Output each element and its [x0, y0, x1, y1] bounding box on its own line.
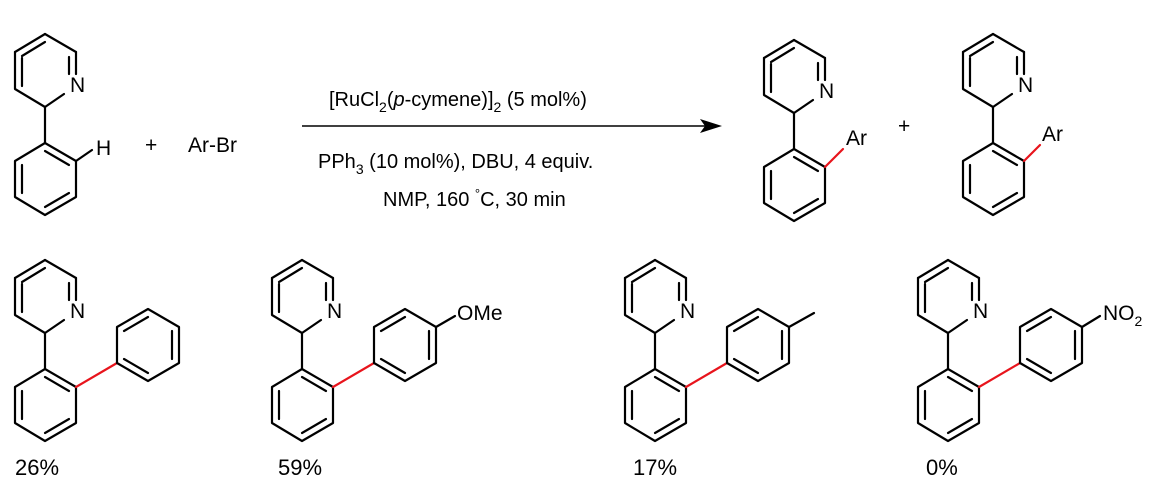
example-3-yield: 17%: [633, 455, 677, 480]
catalyst-condition: [RuCl2(p-cymene)]2 (5 mol%): [329, 89, 587, 115]
example-2-yield: 59%: [278, 455, 322, 480]
hydrogen-atom: H: [96, 137, 111, 160]
methoxy-label: OMe: [457, 302, 503, 325]
ligand-base-condition: PPh3 (10 mol%), DBU, 4 equiv.: [318, 151, 593, 177]
example-3-structure: N: [623, 258, 816, 443]
svg-text:N: N: [680, 300, 695, 323]
methyl-bond: [787, 311, 816, 329]
svg-text:N: N: [70, 300, 85, 323]
aryl-bromide: Ar-Br: [188, 134, 237, 157]
reactant-2-phenylpyridine: N H: [13, 32, 111, 217]
nitro-label: NO2: [1103, 302, 1143, 329]
nitrogen-atom: N: [70, 74, 85, 97]
product-1-aryl: Ar: [846, 127, 867, 150]
product-1-structure: N Ar: [762, 38, 867, 223]
product-2-aryl: Ar: [1042, 123, 1063, 146]
plus-sign-2: +: [898, 115, 910, 138]
example-2-structure: N OMe: [270, 258, 503, 443]
example-4-structure: N NO2: [916, 258, 1143, 443]
svg-text:N: N: [1018, 74, 1033, 97]
svg-text:N: N: [973, 300, 988, 323]
svg-text:N: N: [819, 80, 834, 103]
svg-text:N: N: [327, 300, 342, 323]
solvent-temperature-condition: NMP, 160 °C, 30 min: [383, 186, 566, 211]
example-4-yield: 0%: [926, 455, 958, 480]
product-2-structure: N Ar: [961, 32, 1063, 217]
example-1-yield: 26%: [15, 455, 59, 480]
reaction-arrow: [302, 119, 722, 133]
plus-sign-1: +: [145, 134, 157, 157]
example-1-structure: N: [13, 258, 181, 443]
